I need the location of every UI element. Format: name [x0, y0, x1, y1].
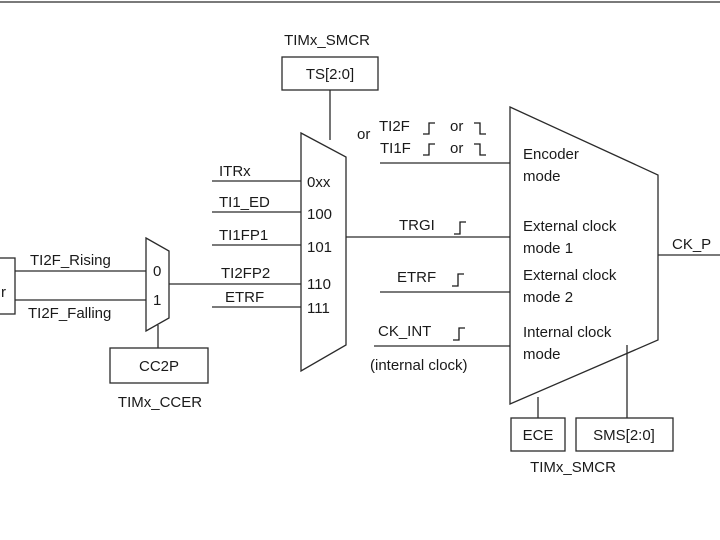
mode-ext1-line2: mode 1	[523, 240, 573, 257]
ece-box	[510, 417, 566, 452]
trigger-input-etrf: ETRF	[225, 289, 264, 306]
mode-encoder-line2: mode	[523, 168, 561, 185]
mode-ext2-line1: External clock	[523, 267, 617, 284]
rising-edge-icon	[453, 327, 465, 341]
falling-edge-icon	[474, 122, 486, 135]
etrf-label: ETRF	[397, 269, 436, 286]
sms-label: SMS[2:0]	[593, 427, 655, 444]
mode-ext2-line2: mode 2	[523, 289, 573, 306]
trigger-mux	[300, 131, 347, 373]
trigger-input-ti2fp2: TI2FP2	[221, 265, 270, 282]
or-label-1: or	[450, 118, 463, 135]
ccer-label: TIMx_CCER	[118, 394, 202, 411]
rising-edge-icon	[454, 221, 466, 235]
internal-clock-label: (internal clock)	[370, 357, 468, 374]
trigger-input-itrx: ITRx	[219, 163, 251, 180]
ck-int-label: CK_INT	[378, 323, 431, 340]
falling-edge-icon	[474, 143, 486, 156]
trigger-input-ti1fp1: TI1FP1	[219, 227, 268, 244]
mode-int-line2: mode	[523, 346, 561, 363]
smcr-bottom-label: TIMx_SMCR	[530, 459, 616, 476]
ti1f-edge-label: TI1F	[380, 140, 411, 157]
cc2p-label: CC2P	[139, 358, 179, 375]
mode-int-line1: Internal clock	[523, 324, 612, 341]
ece-label: ECE	[523, 427, 554, 444]
mux-sel-0: 0	[153, 263, 161, 280]
smcr-top-label: TIMx_SMCR	[284, 32, 370, 49]
rising-edge-icon	[423, 143, 435, 156]
or-label-2: or	[450, 140, 463, 157]
rising-edge-icon	[423, 122, 435, 135]
ti2f-rising-label: TI2F_Rising	[30, 252, 111, 269]
mode-mux	[509, 105, 659, 405]
trigger-input-ti1-ed: TI1_ED	[219, 194, 270, 211]
input-filter-label: r	[1, 284, 6, 301]
cc2p-box	[109, 347, 209, 384]
ts-field-label: TS[2:0]	[306, 66, 354, 83]
output-label: CK_P	[672, 236, 711, 253]
trgi-label: TRGI	[399, 217, 435, 234]
mux-code-111: 111	[307, 300, 330, 317]
mux-sel-1: 1	[153, 292, 161, 309]
mux-code-110: 110	[307, 276, 331, 293]
ti2f-edge-label: TI2F	[379, 118, 410, 135]
sms-box	[575, 417, 674, 452]
mux-code-0xx: 0xx	[307, 174, 331, 191]
mux-code-101: 101	[307, 239, 332, 256]
mode-ext1-line1: External clock	[523, 218, 617, 235]
polarity-mux	[145, 236, 170, 333]
ti2f-falling-label: TI2F_Falling	[28, 305, 111, 322]
input-filter-box	[0, 257, 16, 315]
encoder-or-prefix: or	[357, 126, 370, 143]
mux-code-100: 100	[307, 206, 332, 223]
rising-edge-icon	[452, 273, 464, 287]
mode-encoder-line1: Encoder	[523, 146, 579, 163]
